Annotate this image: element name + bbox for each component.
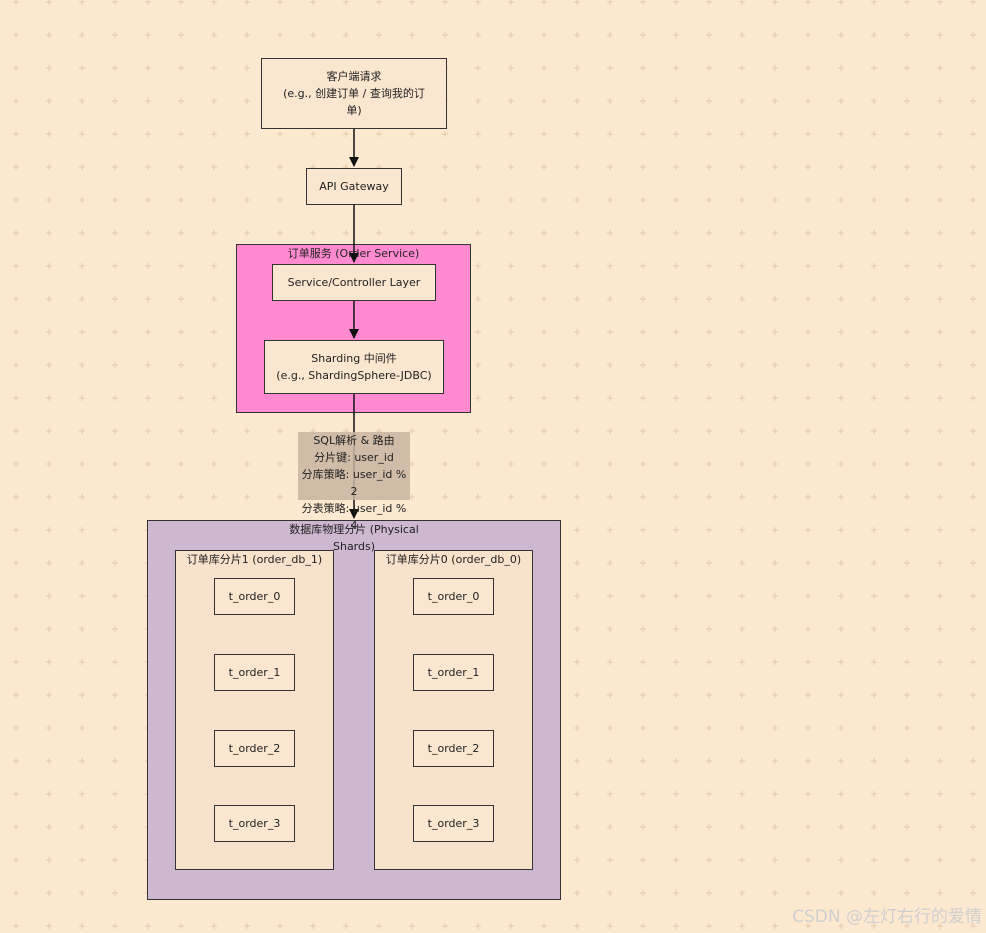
db1-table-node: t_order_1 xyxy=(214,654,295,691)
client-request-node: 客户端请求 (e.g., 创建订单 / 查询我的订 单) xyxy=(261,58,447,129)
db1-table-node: t_order_3 xyxy=(214,805,295,842)
db0-table-node: t_order_3 xyxy=(413,805,494,842)
controller-layer-node: Service/Controller Layer xyxy=(272,264,436,301)
db0-table-node: t_order_1 xyxy=(413,654,494,691)
routing-edge-label: SQL解析 & 路由 分片键: user_id 分库策略: user_id % … xyxy=(298,432,410,532)
db0-table-node: t_order_2 xyxy=(413,730,494,767)
order-service-title: 订单服务 (Order Service) xyxy=(287,247,420,260)
watermark: CSDN @左灯右行的爱情 xyxy=(792,907,982,927)
sharding-middleware-node: Sharding 中间件 (e.g., ShardingSphere-JDBC) xyxy=(264,340,444,394)
db1-table-node: t_order_0 xyxy=(214,578,295,615)
db1-table-node: t_order_2 xyxy=(214,730,295,767)
db0-title: 订单库分片0 (order_db_0) xyxy=(385,553,522,566)
db1-title: 订单库分片1 (order_db_1) xyxy=(186,553,323,566)
api-gateway-node: API Gateway xyxy=(306,168,402,205)
physical-shards-title: 数据库物理分片 (Physical Shards) xyxy=(289,523,419,553)
db0-table-node: t_order_0 xyxy=(413,578,494,615)
